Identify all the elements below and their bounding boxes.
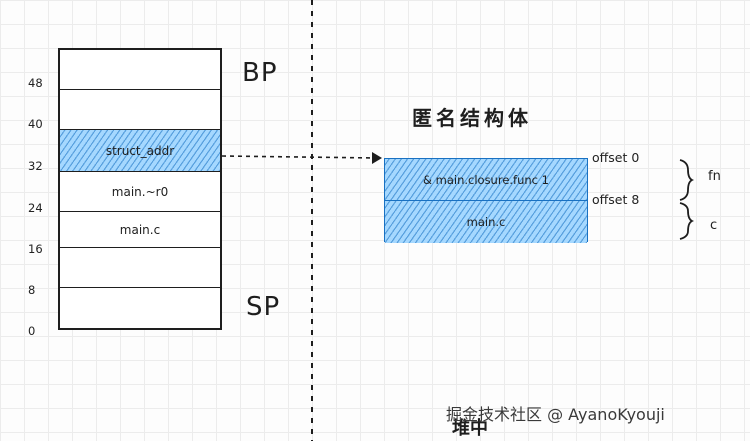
stack-cell-1 <box>60 89 220 129</box>
anon-field-c: main.c <box>385 201 587 243</box>
anon-field-label: main.c <box>466 215 506 229</box>
stack-offset-label: 32 <box>28 159 43 173</box>
stack-cell-main-c: main.c <box>60 211 220 247</box>
group-label-fn: fn <box>708 169 721 184</box>
stack-frame: struct_addr main.~r0 main.c <box>58 48 222 330</box>
c-brace <box>679 202 695 240</box>
stack-offset-label: 16 <box>28 242 43 256</box>
pointer-arrow <box>221 155 379 159</box>
stack-cell-0 <box>60 50 220 89</box>
heap-label: 堆中 <box>452 418 488 439</box>
stack-cell-6 <box>60 287 220 332</box>
anon-field-label: & main.closure.func 1 <box>423 172 549 187</box>
stack-offset-label: 48 <box>28 76 43 90</box>
anon-struct-box: & main.closure.func 1 main.c <box>384 158 588 243</box>
pointer-arrowhead <box>372 152 382 164</box>
stack-offset-label: 0 <box>28 324 36 338</box>
stack-offset-label: 24 <box>28 201 43 215</box>
watermark: 掘金技术社区 @ AyanoKyouji <box>446 405 665 424</box>
stack-cell-label: struct_addr <box>105 143 175 158</box>
sp-label: SP <box>246 292 281 322</box>
stack-cell-label: main.c <box>119 222 161 237</box>
stack-offset-label: 8 <box>28 283 36 297</box>
stack-cell-struct-addr: struct_addr <box>60 129 220 171</box>
bp-label: BP <box>242 58 278 88</box>
group-label-c: c <box>710 218 718 233</box>
stack-cell-return: main.~r0 <box>60 171 220 211</box>
fn-brace <box>679 159 695 201</box>
stack-offset-label: 40 <box>28 117 43 131</box>
anon-struct-title: 匿名结构体 <box>412 106 532 130</box>
stack-cell-5 <box>60 247 220 287</box>
stack-cell-label: main.~r0 <box>111 184 169 199</box>
anon-offset-label: offset 8 <box>592 192 640 207</box>
anon-field-fn: & main.closure.func 1 <box>385 159 587 201</box>
anon-offset-label: offset 0 <box>592 150 640 165</box>
